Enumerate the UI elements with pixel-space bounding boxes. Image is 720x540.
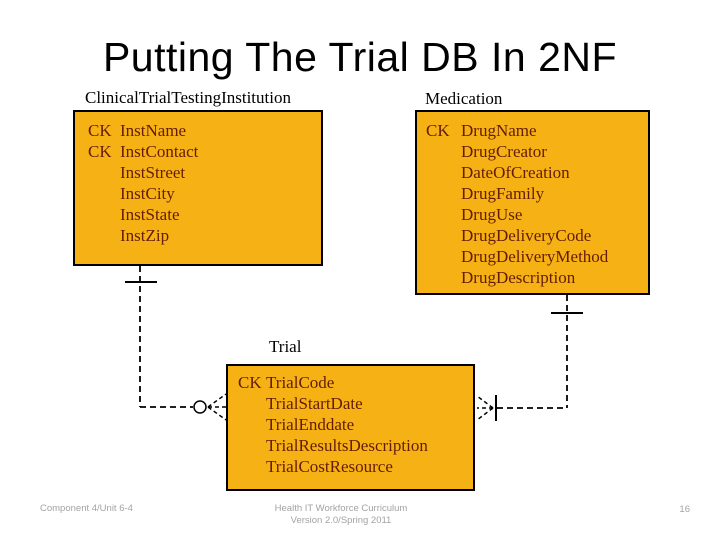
field-name: DrugDeliveryCode — [461, 226, 592, 245]
crow-foot-icon — [207, 393, 227, 421]
field-name: TrialStartDate — [266, 394, 363, 413]
connector-institution-trial — [125, 266, 227, 421]
field-row: TrialCostResource — [228, 456, 473, 477]
field-name: DrugCreator — [461, 142, 547, 161]
field-row: CK InstContact — [75, 141, 321, 162]
page-title: Putting The Trial DB In 2NF — [102, 34, 618, 80]
page-number: 16 — [679, 504, 690, 515]
field-name: InstStreet — [120, 163, 186, 182]
field-row: DrugUse — [417, 204, 648, 225]
field-name: InstName — [120, 121, 187, 140]
entity-trial-title: Trial — [269, 337, 302, 356]
field-name: DateOfCreation — [461, 163, 570, 182]
field-row: DrugDescription — [417, 267, 648, 288]
crow-foot-icon — [476, 395, 494, 421]
field-row: DateOfCreation — [417, 162, 648, 183]
field-row: DrugDeliveryMethod — [417, 246, 648, 267]
field-name: TrialResultsDescription — [266, 436, 428, 455]
entity-medication-fields: CK DrugName DrugCreator DateOfCreation Dr… — [417, 112, 648, 288]
field-name: TrialCode — [266, 373, 335, 392]
field-name: InstCity — [120, 184, 175, 203]
field-name: TrialCostResource — [266, 457, 393, 476]
connector-medication-trial — [476, 295, 583, 421]
footer-curriculum-line1: Health IT Workforce Curriculum — [274, 503, 408, 514]
field-name: InstZip — [120, 226, 170, 245]
field-row: InstCity — [75, 183, 321, 204]
field-row: InstState — [75, 204, 321, 225]
field-row: CK InstName — [75, 120, 321, 141]
field-row: InstZip — [75, 225, 321, 246]
entity-institution-title: ClinicalTrialTestingInstitution — [85, 88, 291, 107]
field-row: CK DrugName — [417, 120, 648, 141]
field-row: TrialStartDate — [228, 393, 473, 414]
field-name: TrialEnddate — [266, 415, 355, 434]
footer-component-label: Component 4/Unit 6-4 — [40, 503, 133, 514]
footer-curriculum-line2: Version 2.0/Spring 2011 — [290, 514, 392, 526]
entity-medication-title: Medication — [425, 89, 503, 108]
footer-curriculum-label: Health IT Workforce Curriculum Version 2… — [241, 503, 441, 526]
field-name: InstContact — [120, 142, 199, 161]
entity-institution-box: CK InstName CK InstContact InstStreet Inst… — [73, 110, 323, 266]
field-row: DrugDeliveryCode — [417, 225, 648, 246]
entity-medication-box: CK DrugName DrugCreator DateOfCreation Dr… — [415, 110, 650, 295]
field-name: DrugFamily — [461, 184, 545, 203]
field-row: TrialResultsDescription — [228, 435, 473, 456]
field-name: DrugDescription — [461, 268, 576, 287]
field-name: DrugDeliveryMethod — [461, 247, 609, 266]
field-name: DrugUse — [461, 205, 523, 224]
field-row: DrugFamily — [417, 183, 648, 204]
field-row: DrugCreator — [417, 141, 648, 162]
field-row: InstStreet — [75, 162, 321, 183]
zero-cardinality-circle-icon — [193, 400, 207, 414]
entity-institution-fields: CK InstName CK InstContact InstStreet Inst… — [75, 112, 321, 246]
field-name: InstState — [120, 205, 180, 224]
composite-key-label: CK — [238, 373, 262, 392]
composite-key-label: CK — [88, 142, 112, 161]
field-row: TrialEnddate — [228, 414, 473, 435]
field-name: DrugName — [461, 121, 537, 140]
composite-key-label: CK — [426, 121, 450, 140]
composite-key-label: CK — [88, 121, 112, 140]
